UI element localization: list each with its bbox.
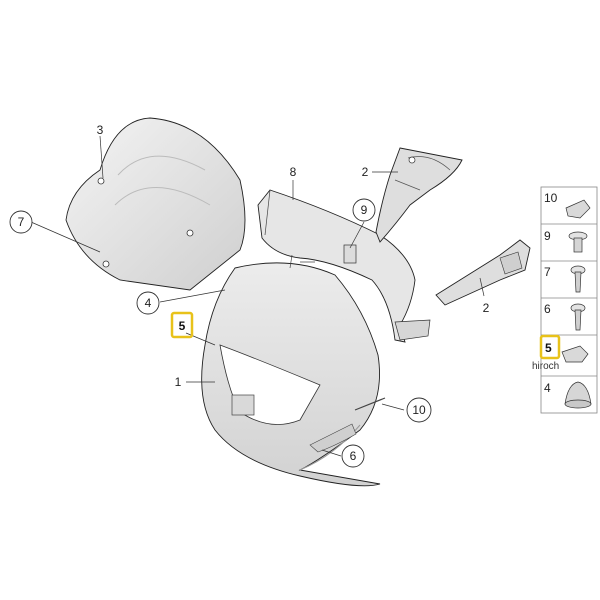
callout-9: 9 bbox=[352, 198, 376, 222]
legend-row-9: 9 bbox=[544, 229, 588, 253]
lower-bracket-part bbox=[435, 239, 531, 306]
callout-6: 6 bbox=[341, 444, 365, 468]
legend-row-6: 6 bbox=[544, 302, 586, 331]
svg-text:9: 9 bbox=[361, 203, 368, 217]
screw-icon bbox=[570, 265, 586, 293]
svg-text:3: 3 bbox=[97, 123, 104, 137]
windscreen-part bbox=[65, 117, 246, 291]
callout-3: 3 bbox=[97, 123, 104, 137]
callout-7: 7 bbox=[9, 210, 33, 234]
callout-5-highlighted: 5 bbox=[170, 311, 194, 339]
small-parts-legend: 10 9 7 6 5 bbox=[539, 186, 598, 414]
svg-text:7: 7 bbox=[544, 265, 551, 279]
legend-row-10: 10 bbox=[544, 191, 591, 219]
callout-1: 1 bbox=[175, 375, 182, 389]
clip-icon bbox=[561, 345, 589, 363]
upper-bracket-part bbox=[375, 147, 463, 243]
svg-text:2: 2 bbox=[483, 301, 490, 315]
watermark-text: hiroch bbox=[532, 361, 559, 372]
legend-row-7: 7 bbox=[544, 265, 586, 293]
svg-text:5: 5 bbox=[545, 341, 552, 355]
svg-text:7: 7 bbox=[18, 215, 25, 229]
expanding-rivet-icon bbox=[568, 231, 588, 253]
bolt-icon bbox=[570, 303, 586, 331]
legend-row-5: 5 bbox=[539, 334, 589, 363]
svg-text:9: 9 bbox=[544, 229, 551, 243]
callout-2-upper: 2 bbox=[362, 165, 369, 179]
svg-text:6: 6 bbox=[350, 449, 357, 463]
callout-4: 4 bbox=[136, 291, 160, 315]
svg-text:4: 4 bbox=[145, 296, 152, 310]
callout-8: 8 bbox=[290, 165, 297, 179]
front-fairing-part bbox=[201, 262, 386, 487]
svg-text:1: 1 bbox=[175, 375, 182, 389]
callout-10: 10 bbox=[406, 397, 432, 423]
clip-nut-icon bbox=[565, 199, 591, 219]
svg-text:6: 6 bbox=[544, 302, 551, 316]
inner-panel-part bbox=[257, 189, 431, 343]
callout-2-lower: 2 bbox=[483, 301, 490, 315]
svg-text:8: 8 bbox=[290, 165, 297, 179]
legend-row-4: 4 bbox=[544, 381, 592, 409]
leader-lines bbox=[30, 135, 485, 457]
svg-text:10: 10 bbox=[544, 191, 558, 205]
svg-text:4: 4 bbox=[544, 381, 551, 395]
svg-text:2: 2 bbox=[362, 165, 369, 179]
svg-text:10: 10 bbox=[412, 403, 426, 417]
grommet-icon bbox=[564, 381, 592, 409]
svg-text:5: 5 bbox=[179, 319, 186, 333]
